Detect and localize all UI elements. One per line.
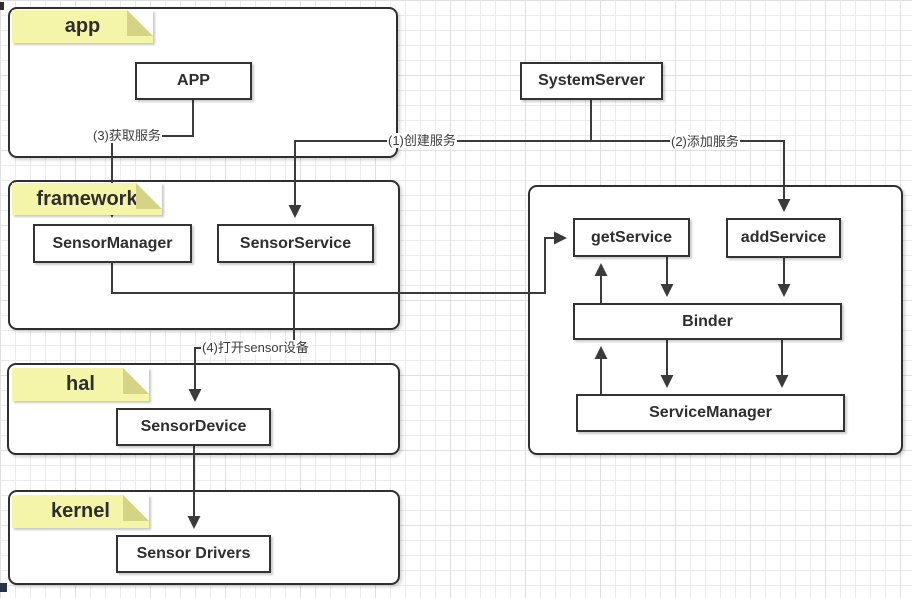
node-addservice[interactable]: addService [726, 218, 841, 258]
edge-systemserver-to-addservice[interactable] [591, 140, 791, 212]
note-framework-label: framework [36, 187, 138, 210]
note-app[interactable]: app [12, 10, 153, 43]
edge-label-step4[interactable]: (4)打开sensor设备 [201, 340, 310, 355]
edge-label-step2[interactable]: (2)添加服务 [670, 134, 740, 149]
node-sensordevice[interactable]: SensorDevice [116, 408, 271, 446]
note-hal-label: hal [66, 373, 95, 395]
note-hal[interactable]: hal [12, 368, 149, 401]
folded-corner-icon [127, 10, 153, 36]
edge-label-step3[interactable]: (3)获取服务 [92, 128, 162, 143]
node-binder[interactable]: Binder [573, 303, 842, 340]
node-sensordrivers[interactable]: Sensor Drivers [116, 535, 271, 573]
folded-corner-icon [123, 368, 149, 394]
edge-sensormanager-to-getservice[interactable] [111, 231, 567, 294]
note-kernel-label: kernel [51, 500, 110, 522]
note-app-label: app [64, 15, 101, 37]
folded-corner-icon [123, 495, 149, 521]
note-framework[interactable]: framework [12, 183, 162, 215]
node-servicemanager[interactable]: ServiceManager [576, 394, 845, 432]
node-app[interactable]: APP [135, 62, 252, 100]
node-sensormanager[interactable]: SensorManager [33, 224, 192, 263]
note-kernel[interactable]: kernel [12, 495, 149, 528]
screen-edge-artifact-bottom-left [0, 583, 7, 592]
edge-label-step1[interactable]: (1)创建服务 [387, 133, 457, 148]
node-systemserver[interactable]: SystemServer [520, 62, 663, 100]
screen-edge-artifact-top-left [0, 2, 4, 10]
folded-corner-icon [136, 183, 162, 209]
node-sensorservice[interactable]: SensorService [217, 224, 374, 263]
node-getservice[interactable]: getService [573, 218, 690, 257]
